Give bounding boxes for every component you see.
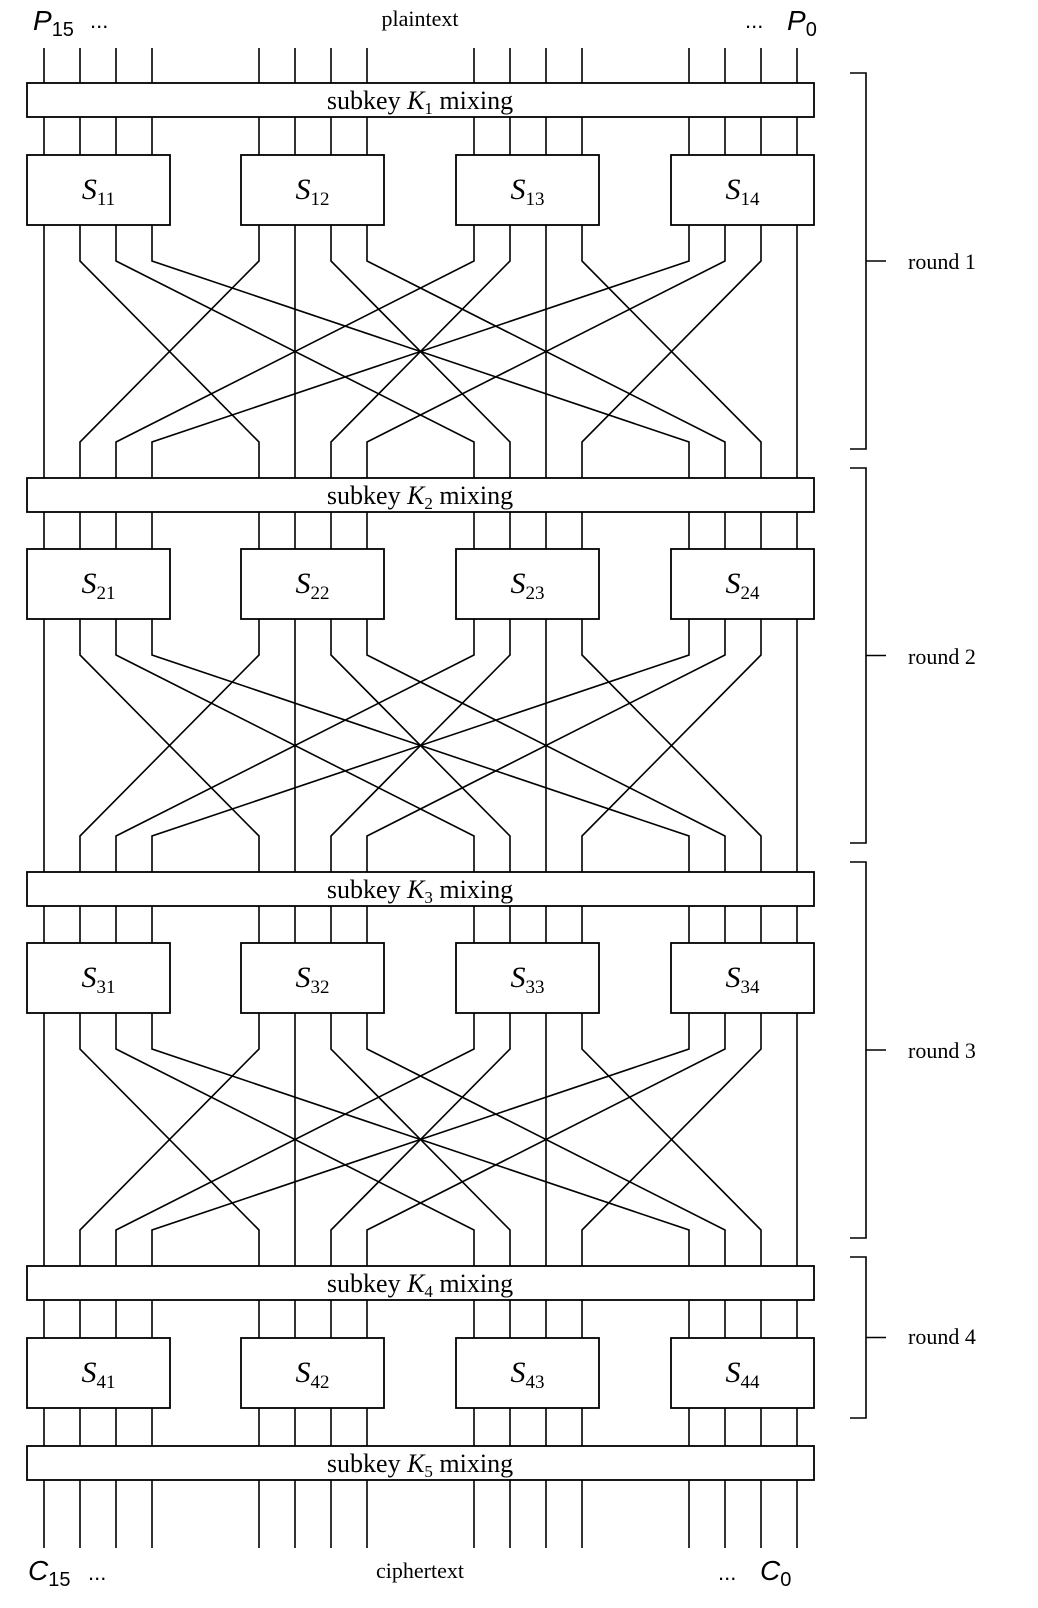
round-4-label: round 4 xyxy=(908,1324,976,1349)
sbox-23: S23 xyxy=(455,548,600,620)
sbox-11: S11 xyxy=(26,154,171,226)
round-4-brace xyxy=(850,1256,886,1419)
svg-text:subkey K4 mixing: subkey K4 mixing xyxy=(327,1269,513,1301)
svg-text:subkey K1 mixing: subkey K1 mixing xyxy=(327,86,513,118)
sbox-label: S21 xyxy=(82,567,116,604)
sbox-22: S22 xyxy=(240,548,385,620)
sbox-label: S34 xyxy=(726,961,761,998)
sbox-34: S34 xyxy=(670,942,815,1014)
wire-layer xyxy=(43,48,798,1548)
permutation-wire xyxy=(151,225,690,478)
svg-text:subkey K5 mixing: subkey K5 mixing xyxy=(327,1449,513,1481)
ciphertext-left-ellipsis: ... xyxy=(88,1560,106,1585)
sbox-32: S32 xyxy=(240,942,385,1014)
svg-text:subkey K2 mixing: subkey K2 mixing xyxy=(327,481,513,513)
sbox-31: S31 xyxy=(26,942,171,1014)
sbox-label: S42 xyxy=(296,1356,330,1393)
sbox-43: S43 xyxy=(455,1337,600,1409)
sbox-label: S44 xyxy=(726,1356,761,1393)
round-2-label: round 2 xyxy=(908,644,976,669)
sbox-21: S21 xyxy=(26,548,171,620)
brace-layer xyxy=(850,72,886,1419)
round-3-brace xyxy=(850,861,886,1239)
key-mixing-5: subkey K5 mixing xyxy=(26,1445,815,1481)
round-1-brace xyxy=(850,72,886,450)
sbox-label: S13 xyxy=(511,173,545,210)
sbox-12: S12 xyxy=(240,154,385,226)
permutation-wire xyxy=(79,619,260,872)
sbox-label: S11 xyxy=(82,173,115,210)
round-3-label: round 3 xyxy=(908,1038,976,1063)
ciphertext-msb-label: C15 xyxy=(28,1555,70,1591)
permutation-wire xyxy=(366,225,726,478)
key-mixing-2: subkey K2 mixing xyxy=(26,477,815,513)
key-mixing-4: subkey K4 mixing xyxy=(26,1265,815,1301)
sbox-label: S32 xyxy=(296,961,330,998)
sbox-label: S14 xyxy=(726,173,761,210)
sbox-label: S41 xyxy=(82,1356,116,1393)
permutation-wire xyxy=(581,225,762,478)
ciphertext-label: ciphertext xyxy=(376,1558,464,1583)
permutation-wire xyxy=(115,619,475,872)
sbox-label: S22 xyxy=(296,567,330,604)
sbox-label: S12 xyxy=(296,173,330,210)
sbox-44: S44 xyxy=(670,1337,815,1409)
sbox-24: S24 xyxy=(670,548,815,620)
svg-text:subkey K3 mixing: subkey K3 mixing xyxy=(327,875,513,907)
plaintext-right-ellipsis: ... xyxy=(745,8,763,33)
sbox-13: S13 xyxy=(455,154,600,226)
plaintext-lsb-label: P0 xyxy=(787,5,817,41)
permutation-wire xyxy=(151,1013,690,1266)
round-2-brace xyxy=(850,467,886,844)
permutation-wire xyxy=(581,1013,762,1266)
sbox-label: S23 xyxy=(511,567,545,604)
permutation-wire xyxy=(79,1013,260,1266)
plaintext-msb-label: P15 xyxy=(33,5,74,41)
ciphertext-lsb-label: C0 xyxy=(760,1555,791,1591)
sbox-42: S42 xyxy=(240,1337,385,1409)
permutation-wire xyxy=(151,619,690,872)
sbox-33: S33 xyxy=(455,942,600,1014)
sbox-41: S41 xyxy=(26,1337,171,1409)
sbox-label: S24 xyxy=(726,567,761,604)
permutation-wire xyxy=(366,619,726,872)
permutation-wire xyxy=(115,1013,475,1266)
permutation-wire xyxy=(581,619,762,872)
permutation-wire xyxy=(115,225,475,478)
sbox-label: S31 xyxy=(82,961,116,998)
sbox-14: S14 xyxy=(670,154,815,226)
plaintext-label: plaintext xyxy=(382,6,459,31)
key-mixing-3: subkey K3 mixing xyxy=(26,871,815,907)
permutation-wire xyxy=(79,225,260,478)
sbox-label: S43 xyxy=(511,1356,545,1393)
round-1-label: round 1 xyxy=(908,249,976,274)
plaintext-left-ellipsis: ... xyxy=(90,8,108,33)
sbox-label: S33 xyxy=(511,961,545,998)
ciphertext-right-ellipsis: ... xyxy=(718,1560,736,1585)
key-mixing-1: subkey K1 mixing xyxy=(26,82,815,118)
permutation-wire xyxy=(366,1013,726,1266)
